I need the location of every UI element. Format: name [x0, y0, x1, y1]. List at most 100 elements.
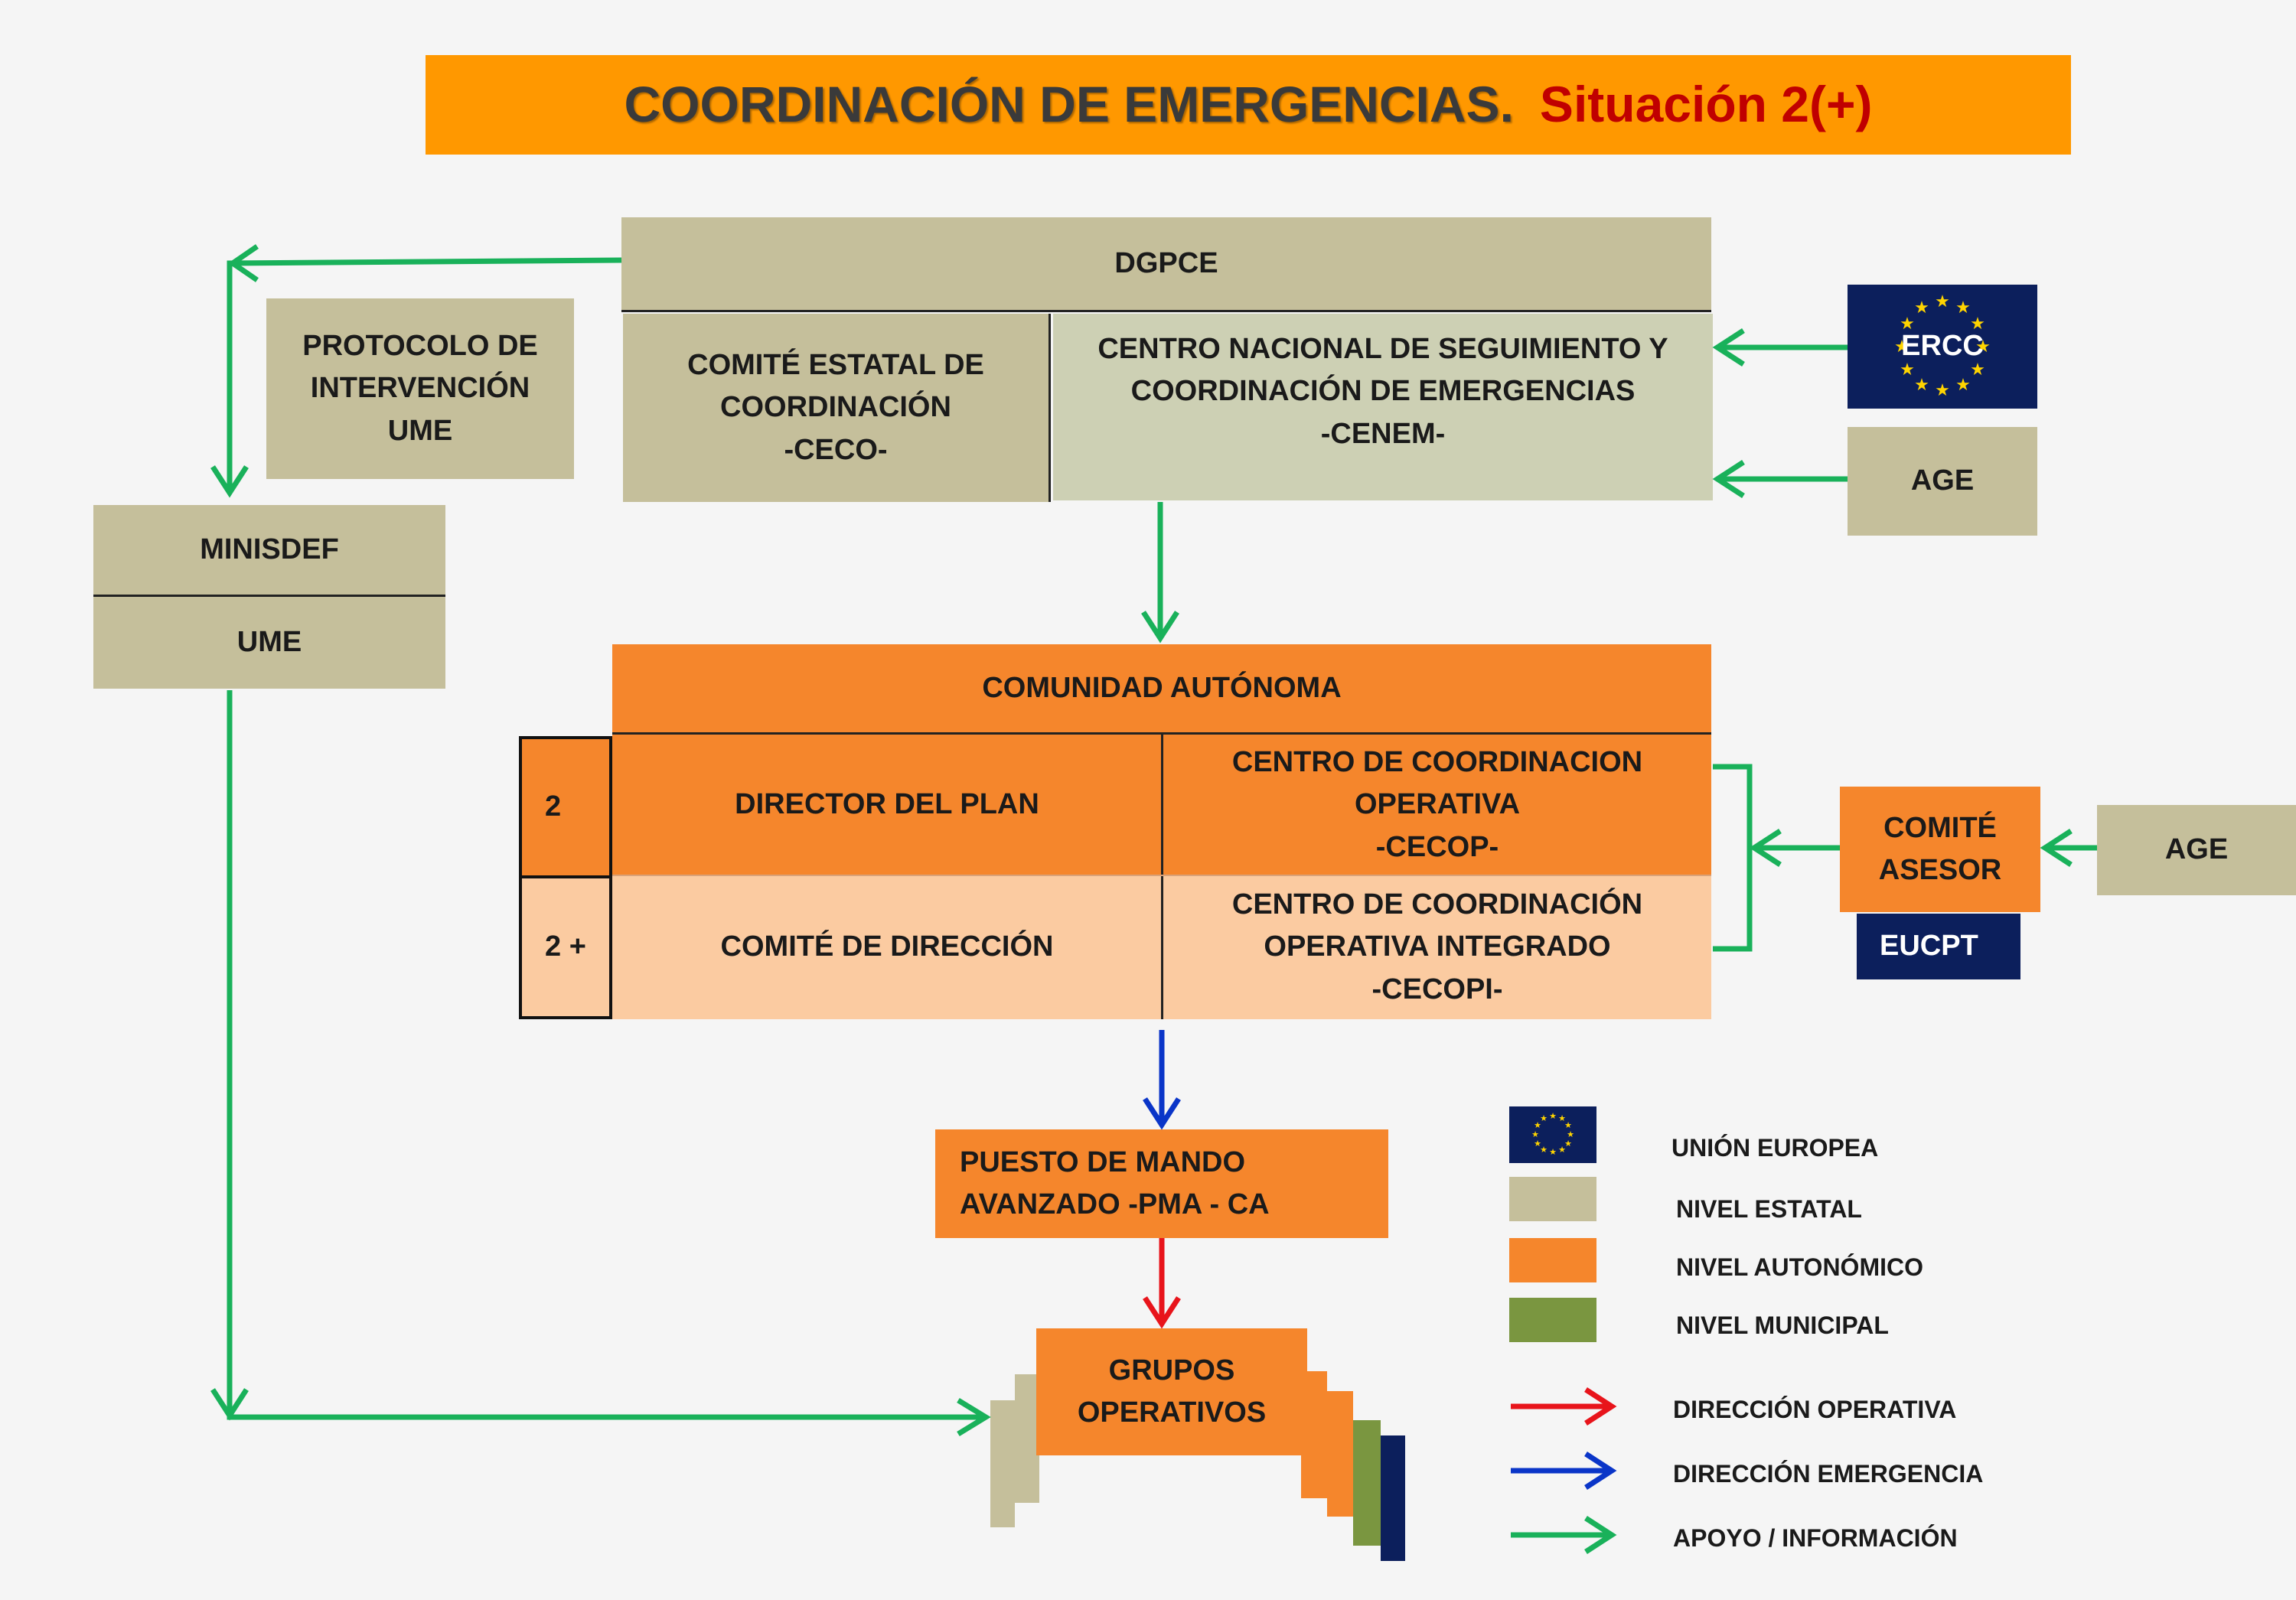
level-2-label: 2 [545, 790, 562, 823]
svg-text:★: ★ [1567, 1129, 1574, 1139]
svg-text:★: ★ [1540, 1145, 1548, 1155]
level-2plus-label: 2 + [545, 930, 586, 963]
svg-text:★: ★ [1955, 376, 1971, 395]
cecop-cell: CENTRO DE COORDINACION OPERATIVA -CECOP- [1163, 735, 1711, 875]
minisdef-box: MINISDEF [93, 505, 445, 595]
legend-swatch-municipal [1509, 1298, 1596, 1342]
legend-label-apoyo: APOYO / INFORMACIÓN [1673, 1524, 1958, 1552]
age-top-box: AGE [1848, 427, 2037, 536]
comite-asesor-line-2: ASESOR [1878, 854, 2002, 886]
arrowhead-ercc [1712, 328, 1745, 367]
grupos-autonomico-layer-2 [1327, 1391, 1353, 1517]
arrowhead-comite-asesor [2040, 829, 2073, 867]
page-subtitle: Situación 2(+) [1539, 76, 1873, 133]
grupos-municipal-layer [1353, 1420, 1381, 1546]
comunidad-divider [612, 732, 1711, 735]
legend-swatch-eu: ★★★ ★★★ ★★★ ★★★ [1509, 1106, 1596, 1163]
ceco-line-1: COMITÉ ESTATAL DE [687, 349, 984, 382]
pma-line-1: PUESTO DE MANDO [960, 1145, 1246, 1178]
protocolo-line-2: INTERVENCIÓN [310, 372, 530, 405]
arrowhead-age [1712, 460, 1745, 498]
grupos-estatal-layer-2 [1015, 1374, 1039, 1503]
dgpce-divider [621, 310, 1711, 312]
director-plan-cell: DIRECTOR DEL PLAN [612, 735, 1162, 875]
comunidad-label: COMUNIDAD AUTÓNOMA [982, 672, 1342, 705]
svg-text:★: ★ [1558, 1113, 1566, 1123]
arrowhead-pma [1143, 1097, 1181, 1130]
comite-direccion-cell: COMITÉ DE DIRECCIÓN [612, 875, 1162, 1019]
ercc-box: ★★★ ★★★ ★★★ ★★★ ERCC [1848, 285, 2037, 409]
cenem-line-3: -CENEM- [1320, 417, 1446, 450]
legend-label-direccion-emergencia: DIRECCIÓN EMERGENCIA [1673, 1460, 1984, 1488]
grupos-eu-layer [1381, 1435, 1405, 1561]
svg-text:★: ★ [1970, 314, 1985, 334]
cecopi-cell: CENTRO DE COORDINACIÓN OPERATIVA INTEGRA… [1163, 875, 1711, 1019]
minisdef-label: MINISDEF [200, 533, 339, 566]
age-top-label: AGE [1910, 464, 1975, 497]
page-title: COORDINACIÓN DE EMERGENCIAS. [624, 76, 1514, 133]
title-bar: COORDINACIÓN DE EMERGENCIAS. Situación 2… [426, 55, 2071, 155]
svg-text:★: ★ [1549, 1147, 1557, 1157]
svg-text:★: ★ [1540, 1113, 1548, 1123]
comite-asesor-line-1: COMITÉ [1883, 811, 1997, 844]
ercc-label: ERCC [1901, 330, 1984, 363]
age-right-label: AGE [2164, 833, 2229, 866]
level-2-cell: 2 [519, 736, 612, 875]
legend-label-eu: UNIÓN EUROPEA [1671, 1134, 1879, 1162]
cecop-line-3: -CECOP- [1375, 830, 1499, 863]
svg-text:★: ★ [1894, 337, 1910, 357]
svg-text:★: ★ [1900, 314, 1915, 334]
legend-swatch-estatal [1509, 1177, 1596, 1221]
legend-label-municipal: NIVEL MUNICIPAL [1676, 1312, 1889, 1339]
legend-swatch-autonomico [1509, 1238, 1596, 1282]
grupos-estatal-layer-1 [990, 1400, 1015, 1527]
svg-text:★: ★ [1914, 376, 1929, 395]
arrowhead-bracket [1749, 829, 1782, 867]
ceco-line-2: COORDINACIÓN [720, 391, 951, 424]
svg-text:★: ★ [1914, 298, 1929, 318]
svg-text:★: ★ [1534, 1120, 1541, 1130]
grupos-operativos-box: GRUPOS OPERATIVOS [1036, 1328, 1307, 1455]
red-arrow-icon [1511, 1387, 1617, 1426]
arrowhead-minisdef-down [210, 465, 249, 498]
pma-line-2: AVANZADO -PMA - CA [960, 1188, 1270, 1220]
cecopi-line-2: OPERATIVA INTEGRADO [1264, 930, 1611, 963]
arrowhead-ume-down [210, 1388, 249, 1421]
protocolo-ume-box: PROTOCOLO DE INTERVENCIÓN UME [266, 298, 574, 479]
svg-text:★: ★ [1564, 1139, 1572, 1149]
legend-label-autonomico: NIVEL AUTONÓMICO [1676, 1253, 1923, 1281]
cecopi-line-1: CENTRO DE COORDINACIÓN [1231, 888, 1643, 921]
bracket-cecop-cecopi [1713, 764, 1753, 952]
blue-arrow-icon [1511, 1452, 1617, 1490]
svg-text:★: ★ [1558, 1145, 1566, 1155]
svg-text:★: ★ [1935, 292, 1950, 311]
director-plan-label: DIRECTOR DEL PLAN [735, 788, 1039, 821]
eucpt-label: EUCPT [1880, 930, 1978, 963]
eucpt-box: EUCPT [1857, 914, 2020, 979]
arrowhead-dgpce-left [227, 244, 259, 282]
svg-text:★: ★ [1955, 298, 1971, 318]
green-arrow-icon [1511, 1516, 1617, 1554]
ceco-cenem-divider [1049, 314, 1051, 502]
cecopi-line-3: -CECOPI- [1371, 973, 1503, 1005]
dgpce-label: DGPCE [1114, 247, 1218, 280]
pma-box: PUESTO DE MANDO AVANZADO -PMA - CA [935, 1129, 1388, 1238]
cenem-line-2: COORDINACIÓN DE EMERGENCIAS [1130, 375, 1636, 408]
grupos-line-1: GRUPOS [1108, 1354, 1235, 1387]
arrow-dgpce-to-minisdef [227, 257, 622, 490]
minisdef-divider [93, 595, 445, 597]
legend-label-direccion-operativa: DIRECCIÓN OPERATIVA [1673, 1396, 1957, 1423]
comunidad-header: COMUNIDAD AUTÓNOMA [612, 644, 1711, 733]
grupos-line-2: OPERATIVOS [1077, 1396, 1267, 1429]
svg-text:★: ★ [1970, 360, 1985, 380]
comunidad-vertical-divider [1161, 735, 1163, 1019]
cecop-line-2: OPERATIVA [1354, 788, 1521, 821]
eu-flag-icon: ★★★ ★★★ ★★★ ★★★ [1894, 292, 1991, 400]
arrow-ume-to-grupos [227, 690, 984, 1420]
svg-text:★: ★ [1900, 360, 1915, 380]
arrowhead-grupos [1143, 1296, 1181, 1329]
eu-flag-icon: ★★★ ★★★ ★★★ ★★★ [1531, 1111, 1574, 1157]
svg-text:★: ★ [1935, 381, 1950, 400]
cecop-line-1: CENTRO DE COORDINACION [1231, 746, 1643, 779]
ceco-box: COMITÉ ESTATAL DE COORDINACIÓN -CECO- [623, 314, 1049, 502]
